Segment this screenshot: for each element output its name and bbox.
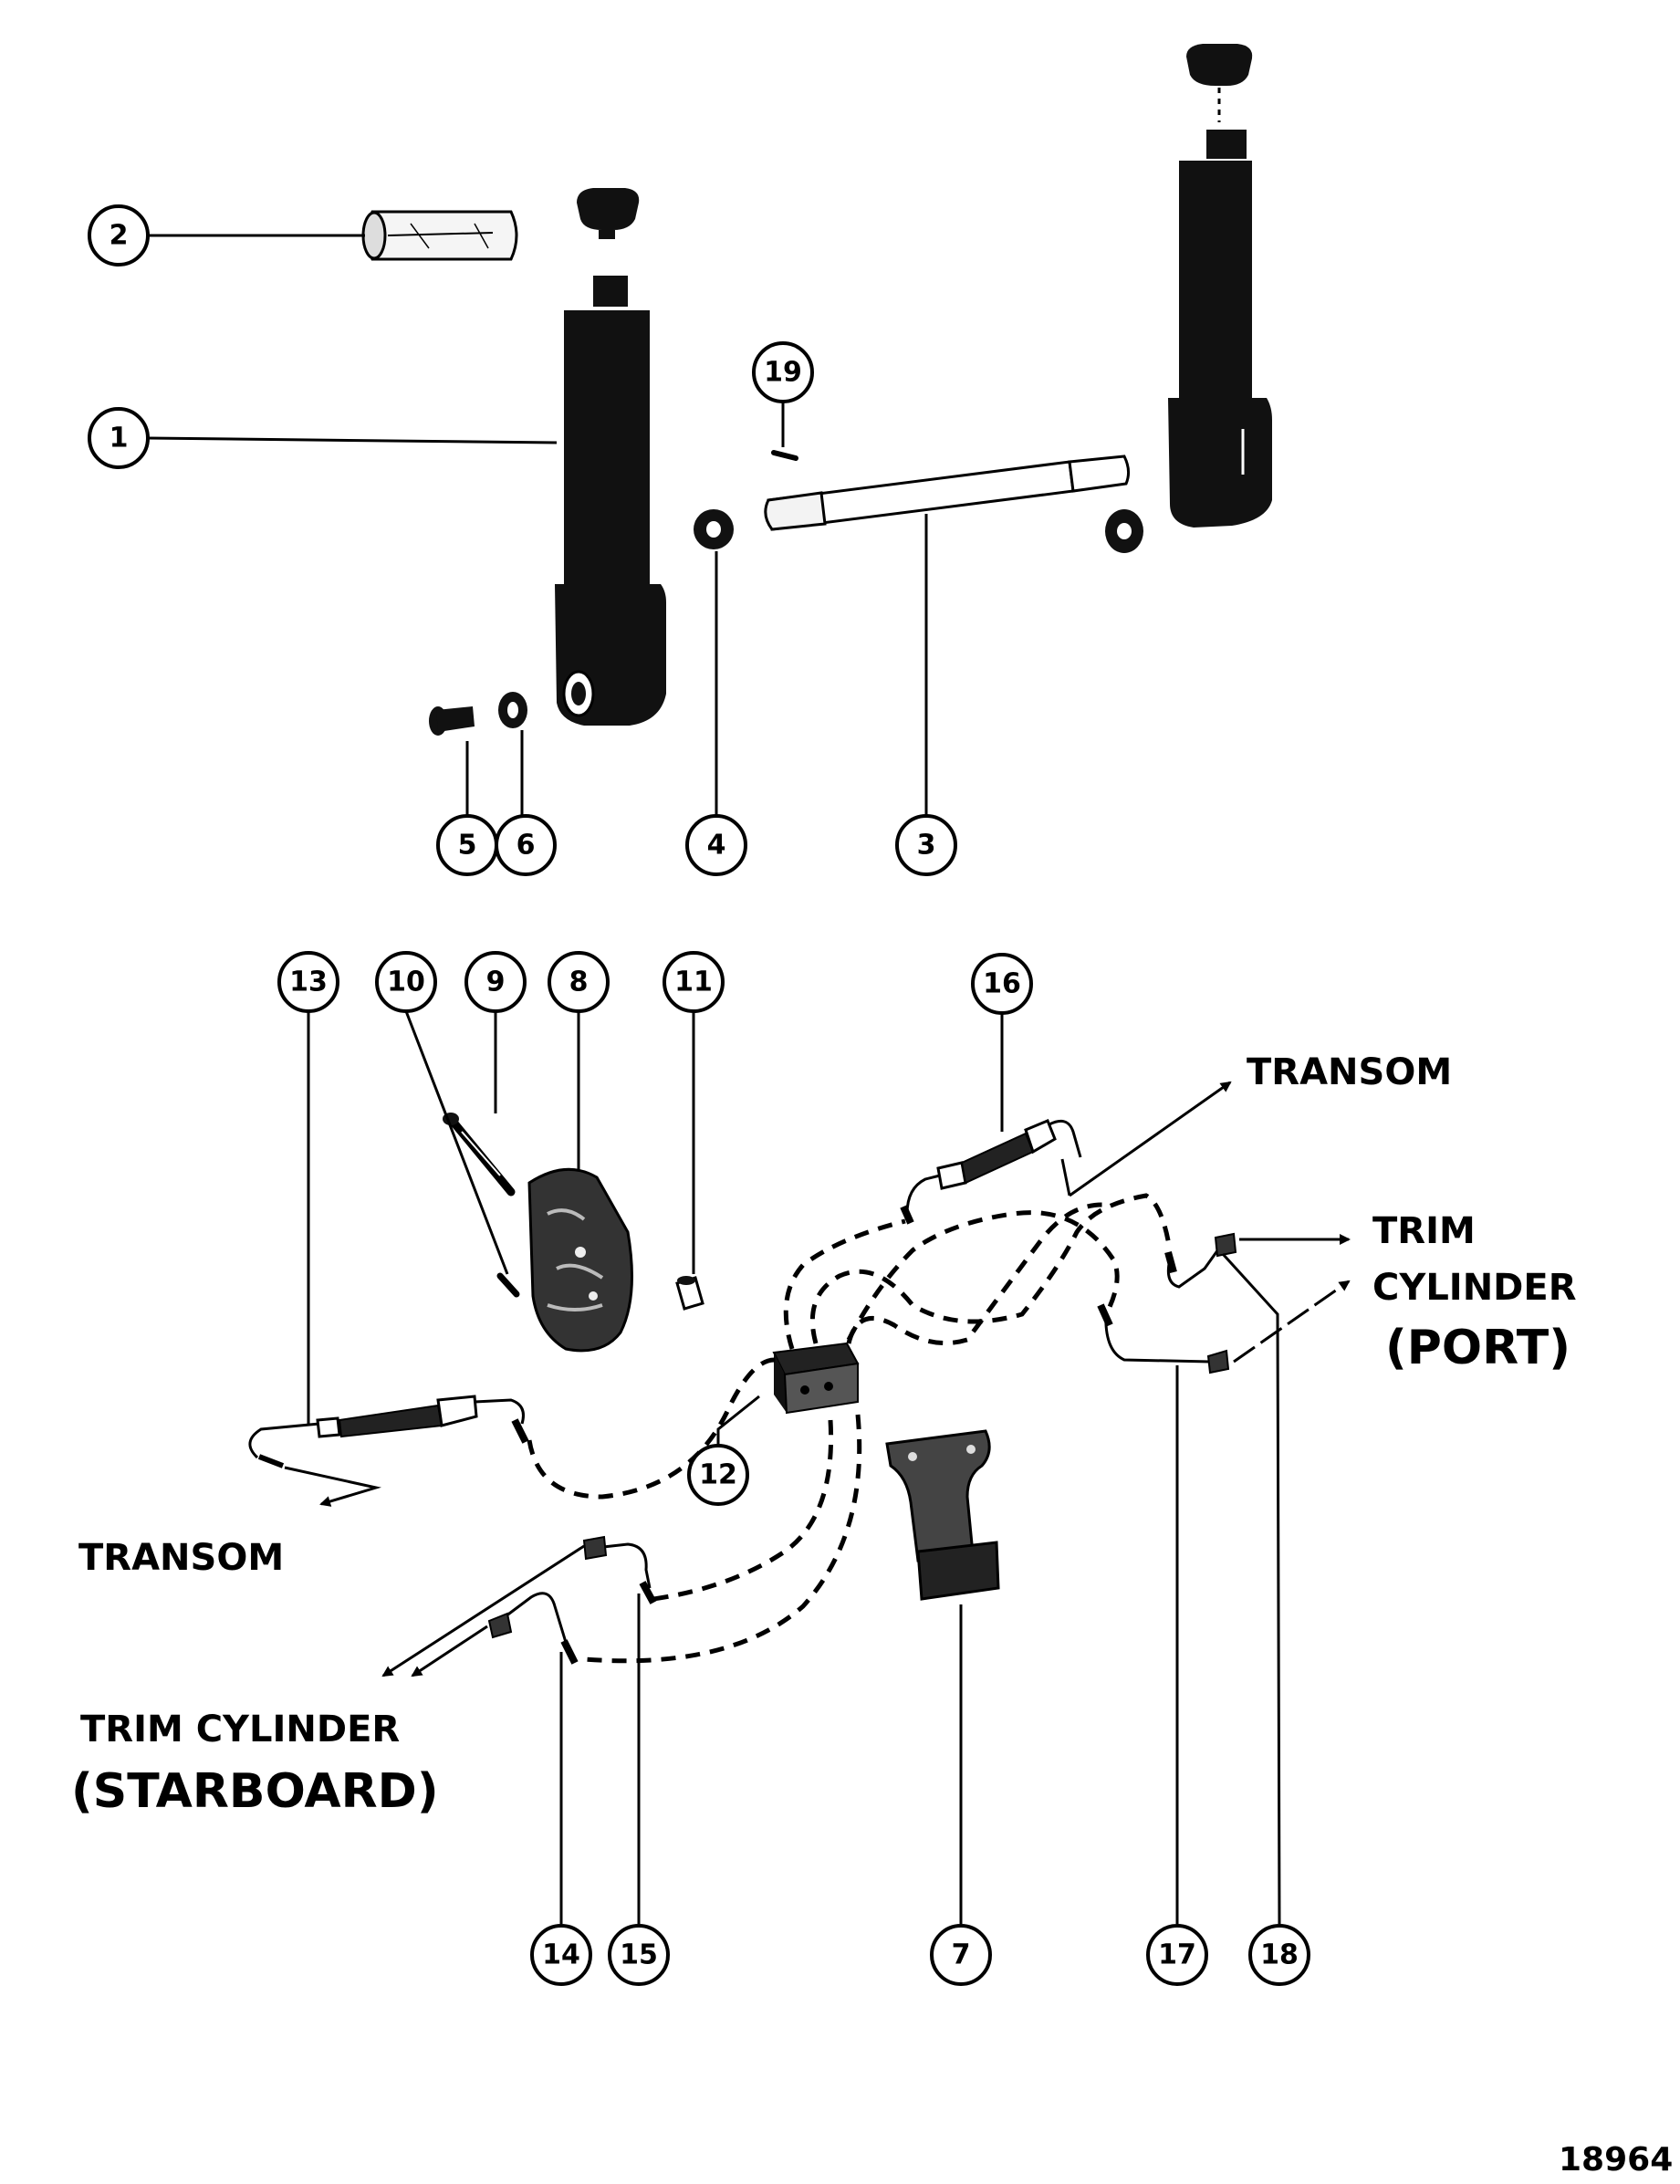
svg-text:8: 8	[569, 967, 589, 998]
callout-12: 12	[687, 1444, 749, 1506]
transom-label-upper: TRANSOM	[1247, 1051, 1452, 1093]
mounting-bracket-part	[885, 1429, 1000, 1601]
screw-part	[429, 706, 475, 736]
svg-text:10: 10	[387, 967, 425, 998]
anode-plate-part	[527, 1167, 633, 1353]
trim-cylinder-starboard-label-line1: TRIM CYLINDER	[80, 1709, 400, 1750]
svg-text:6: 6	[517, 830, 536, 862]
svg-text:12: 12	[699, 1459, 737, 1491]
bolt-part	[443, 1113, 516, 1196]
trim-cylinder-port-label-line3: (PORT)	[1385, 1321, 1570, 1375]
callout-5: 5	[436, 814, 498, 876]
pivot-shaft-part	[764, 455, 1131, 531]
port-tube-upper-part	[1164, 1232, 1237, 1289]
manifold-block-part	[772, 1342, 860, 1415]
leader-10	[404, 1010, 509, 1275]
washer-part	[694, 509, 734, 549]
svg-text:19: 19	[764, 357, 802, 389]
callout-4: 4	[685, 814, 747, 876]
trim-port-arrow-lower	[1233, 1280, 1351, 1364]
svg-text:9: 9	[486, 967, 506, 998]
svg-text:13: 13	[289, 967, 328, 998]
svg-text:18: 18	[1260, 1939, 1299, 1971]
transom-arrow-lower	[284, 1466, 381, 1507]
transom-arrow-upper	[1060, 1081, 1232, 1197]
callout-6: 6	[495, 814, 557, 876]
callout-11: 11	[663, 951, 725, 1013]
trim-cylinder-starboard-label-line2: (STARBOARD)	[71, 1764, 439, 1819]
callout-1: 1	[88, 407, 150, 469]
trim-cylinder-port-label-line1: TRIM	[1372, 1210, 1476, 1252]
svg-text:17: 17	[1158, 1939, 1196, 1971]
svg-text:15: 15	[620, 1939, 658, 1971]
svg-text:11: 11	[674, 967, 713, 998]
cylinder-cap-left	[577, 188, 640, 239]
trim-cylinder-left-part	[555, 276, 666, 726]
svg-text:16: 16	[983, 968, 1021, 1000]
transom-hose-part	[248, 1395, 529, 1468]
callout-10: 10	[375, 951, 437, 1013]
washer-right-part	[1105, 509, 1143, 553]
dowel-pin-part	[675, 1276, 704, 1311]
callout-15: 15	[608, 1924, 670, 1986]
leader-12	[716, 1395, 760, 1446]
trim-cylinder-port-label-line2: CYLINDER	[1372, 1267, 1577, 1309]
callout-14: 14	[530, 1924, 592, 1986]
lock-washer-part	[498, 692, 527, 728]
callout-17: 17	[1146, 1924, 1208, 1986]
callout-3: 3	[895, 814, 957, 876]
callout-7: 7	[930, 1924, 992, 1986]
starboard-tube-upper-part	[582, 1535, 657, 1604]
svg-text:7: 7	[952, 1939, 971, 1971]
transom-label-lower: TRANSOM	[78, 1537, 284, 1579]
leader-1	[147, 436, 558, 444]
callout-18: 18	[1248, 1924, 1310, 1986]
svg-text:2: 2	[110, 220, 129, 252]
retaining-ring-part	[771, 450, 798, 461]
callout-13: 13	[277, 951, 339, 1013]
svg-text:1: 1	[110, 423, 129, 455]
svg-text:14: 14	[542, 1939, 580, 1971]
pin-sleeve-part	[361, 210, 518, 261]
leader-18	[1221, 1252, 1281, 1925]
trim-starboard-arrows	[381, 1544, 585, 1677]
figure-number: 18964	[1559, 2141, 1673, 2179]
port-tube-lower-part	[1097, 1303, 1230, 1374]
svg-text:5: 5	[458, 830, 477, 862]
cylinder-cap-right	[1186, 44, 1253, 122]
hydraulic-routing	[527, 1193, 1173, 1664]
svg-text:4: 4	[707, 830, 726, 862]
trim-cylinder-right-part	[1168, 130, 1272, 528]
callout-2: 2	[88, 204, 150, 266]
small-screw-part	[496, 1272, 520, 1298]
callout-9: 9	[464, 951, 527, 1013]
upper-transom-hose-part	[900, 1119, 1082, 1225]
callout-8: 8	[548, 951, 610, 1013]
starboard-tube-lower-part	[487, 1592, 579, 1665]
callout-16: 16	[971, 953, 1033, 1015]
svg-text:3: 3	[917, 830, 936, 862]
callout-19: 19	[752, 341, 814, 403]
